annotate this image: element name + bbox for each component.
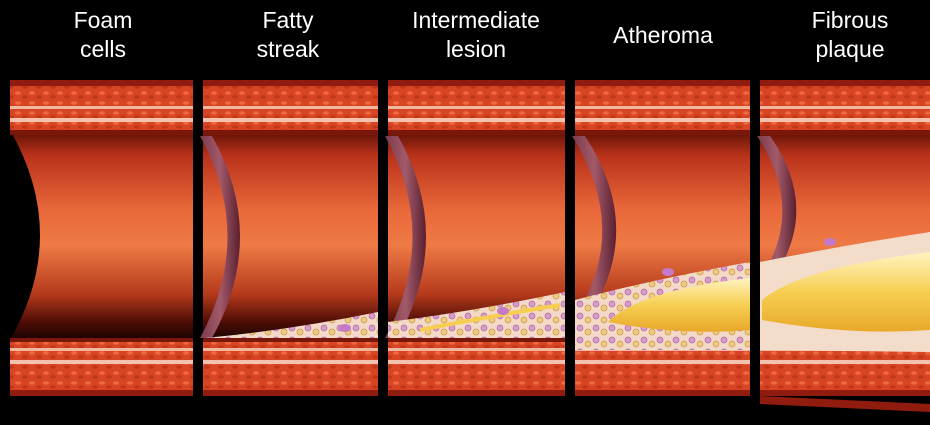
stage-label-line1: Fibrous — [770, 6, 930, 35]
stage-label-atheroma: Atheroma — [583, 21, 743, 50]
stage-label-foam-cells: Foam cells — [23, 6, 183, 64]
stage-label-line2: plaque — [770, 35, 930, 64]
stage-label-line1: Foam — [23, 6, 183, 35]
stage-label-line1: Atheroma — [583, 21, 743, 50]
stage-label-fatty-streak: Fatty streak — [208, 6, 368, 64]
stage-label-fibrous-plaque: Fibrous plaque — [770, 6, 930, 64]
stage-label-line2: cells — [23, 35, 183, 64]
stage-label-line1: Intermediate — [396, 6, 556, 35]
stage-label-line2: lesion — [396, 35, 556, 64]
stage-label-intermediate-lesion: Intermediate lesion — [396, 6, 556, 64]
stage-label-line2: streak — [208, 35, 368, 64]
stage-label-line1: Fatty — [208, 6, 368, 35]
